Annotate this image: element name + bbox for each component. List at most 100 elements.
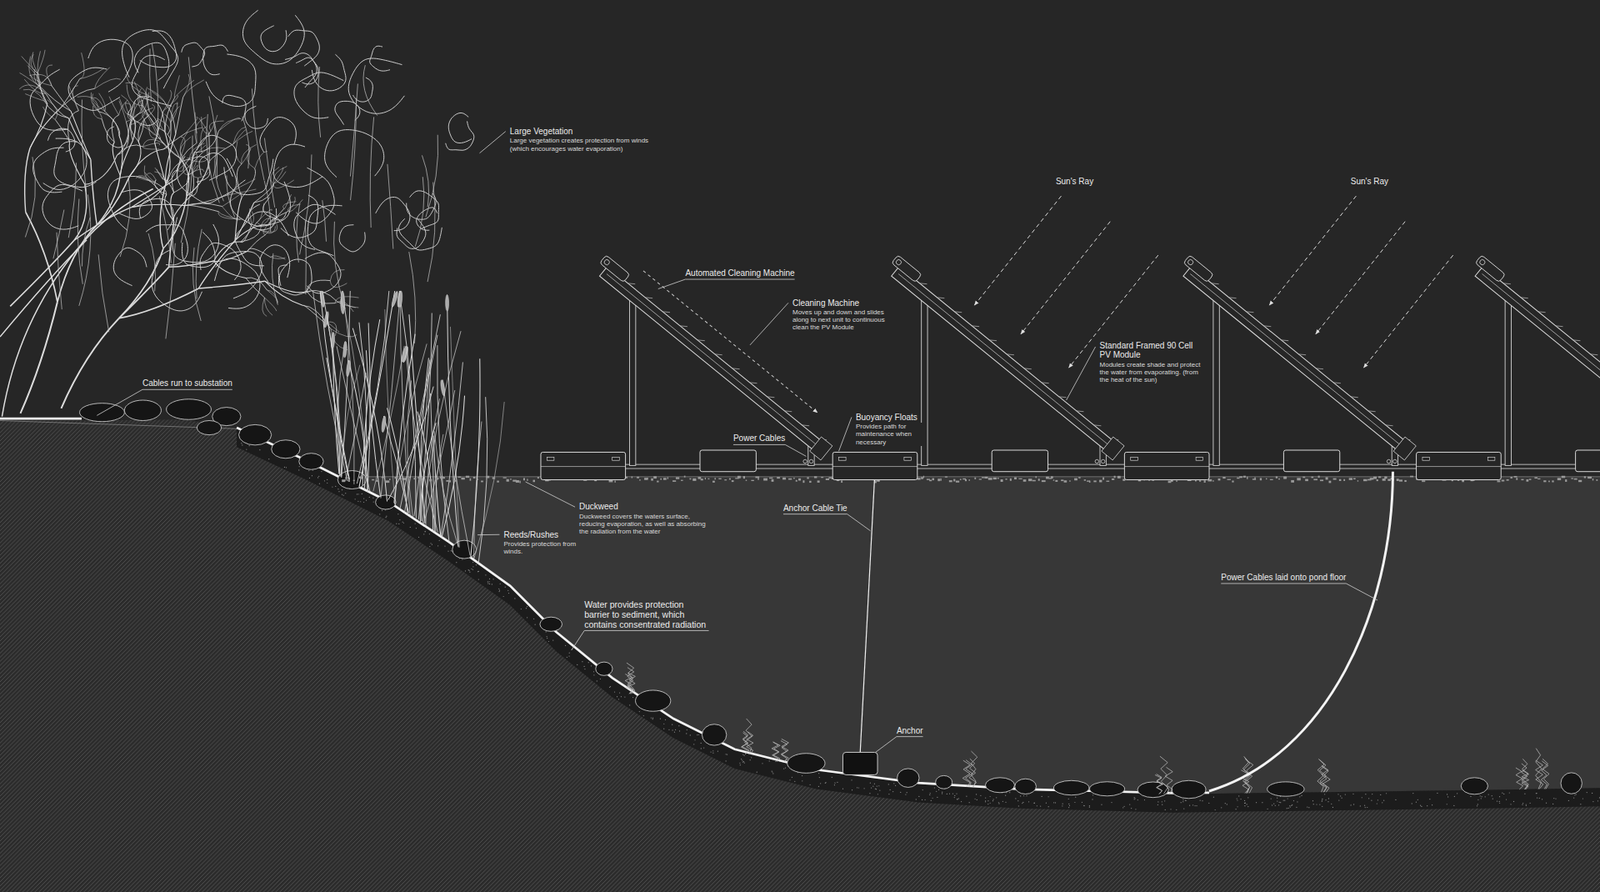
duckweed-speck [1093,480,1096,482]
sediment-dot [1306,805,1308,807]
duckweed-speck [793,477,795,479]
duckweed-speck [1302,476,1305,479]
reed-blade [388,386,434,500]
sediment-dot [936,796,938,798]
sediment-dot [312,469,314,470]
duckweed-speck [348,479,350,482]
float-detail [1130,457,1139,461]
pv-module [1466,255,1600,460]
label-underline [584,630,709,631]
foliage-stroke [33,147,65,193]
tree-branch [185,195,227,205]
duckweed-speck [1032,480,1036,482]
tree-branch [125,74,149,96]
sediment-dot [1501,792,1503,794]
sediment-dot [450,550,452,551]
tree-branch [154,171,163,180]
pv-frame [1475,266,1600,455]
sediment-dot [1271,804,1273,805]
sediment-dot [1045,802,1047,804]
support-post [1505,295,1511,465]
pv-frame [599,266,827,455]
duckweed-speck [533,480,535,483]
duckweed-speck [798,478,801,481]
duckweed-speck [955,480,960,483]
tree-branch [251,211,255,225]
duckweed-speck [1370,477,1375,480]
sediment-dot [1420,805,1421,806]
tree-branch [185,203,222,207]
sun-ray [974,195,1061,305]
tree-branch [38,50,46,73]
foliage-stroke [305,252,341,294]
sediment-dot [743,760,745,762]
rock [985,777,1015,793]
tree-branch [74,207,132,241]
pv-cell-line [606,274,820,449]
sediment-dot [985,800,986,802]
sediment-dot [875,788,876,790]
duckweed-speck [700,478,704,480]
tree-branch [226,179,255,195]
sediment-dot [934,786,935,788]
sediment-dot [1036,805,1038,806]
duckweed-speck [714,477,715,480]
cleaning-machine [600,255,630,283]
foliage-stroke [54,141,97,188]
sediment-dot [1247,796,1249,798]
sediment-dot [1370,800,1372,801]
sediment-dot [877,793,879,795]
duckweed-speck [923,475,925,479]
sediment-dot [535,624,536,625]
duckweed-speck [757,477,760,480]
duckweed-speck [1520,479,1524,480]
cleaning-rail [1520,294,1529,301]
cleaning-rail [1264,322,1272,330]
aquatic-plant [626,662,635,694]
aquatic-plant [1156,774,1163,795]
sediment-dot [360,500,361,502]
duckweed-speck [675,476,680,479]
buoyancy-float [1416,451,1502,480]
sediment-dot [820,782,821,784]
sediment-dot [399,519,400,520]
sediment-dot [489,580,490,582]
rock [1460,777,1488,795]
sediment-dot [1055,801,1056,803]
duckweed-speck [1373,476,1377,480]
sediment-dot [1247,805,1249,807]
duckweed-speck [782,477,786,480]
reed-blade [359,322,367,490]
duckweed-speck [920,476,924,480]
sediment-dot [739,762,740,764]
sediment-dot [1021,802,1023,804]
sediment-dot [241,444,243,445]
leader-line [1345,583,1378,600]
willow-strand [81,217,90,267]
rock [166,399,212,420]
duckweed-speck [1270,479,1274,480]
sediment-dot [1411,802,1413,804]
sediment-dot [842,788,844,790]
sediment-dot [1134,797,1135,799]
reeds-rushes [313,290,505,565]
reed-blade [320,290,350,482]
sediment-dot [1338,799,1340,800]
tree-branch [70,110,91,160]
sediment-dot [1385,792,1387,794]
duckweed-speck [458,476,462,478]
sediment-dot [1327,800,1329,802]
callout-note: Duckweed covers the waters surface, redu… [577,512,712,536]
sediment-dot [1381,801,1383,803]
sediment-dot [831,776,833,778]
sediment-dot [665,719,666,720]
duckweed-speck [1260,477,1262,480]
sediment-dot [472,569,474,570]
tree-branch [85,155,118,185]
sediment-dot [566,656,568,658]
sediment-dot [1134,798,1135,800]
tree-branch [93,103,103,120]
reed-blade [405,345,439,532]
aquatic-plant [1322,766,1331,792]
